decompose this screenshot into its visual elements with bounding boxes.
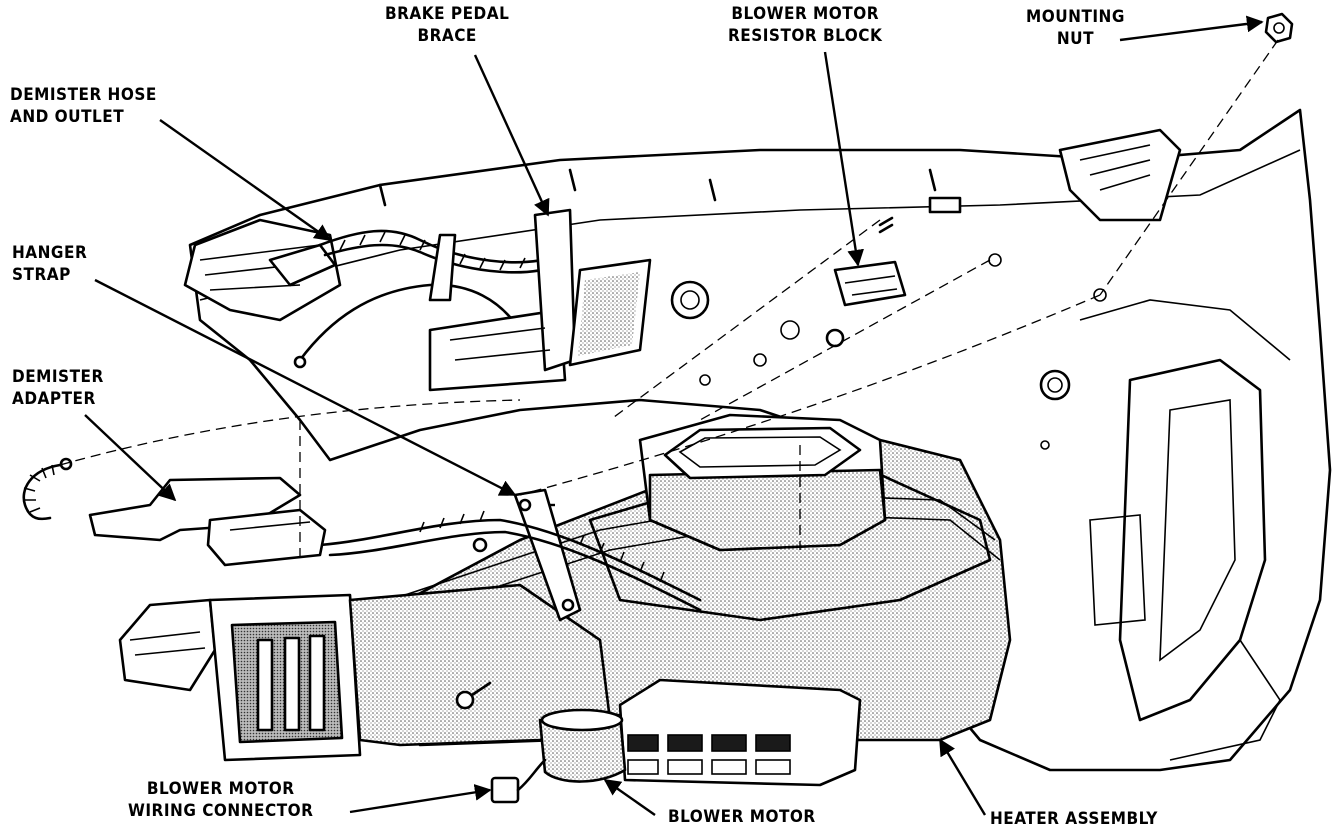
leader-lines: [84, 15, 1264, 816]
label-demister-adapter-line-2: ADAPTER: [12, 389, 96, 409]
label-demister-hose-line-2: AND OUTLET: [10, 107, 125, 127]
label-blower-motor: BLOWER MOTOR: [668, 807, 816, 827]
wiring-harness: [318, 510, 702, 612]
blower-motor: [538, 708, 627, 783]
label-hanger-strap: HANGER STRAP: [12, 242, 87, 286]
heater-assembly: [118, 413, 1012, 787]
label-demister-adapter: DEMISTER ADAPTER: [12, 366, 104, 410]
label-heater-assembly: HEATER ASSEMBLY: [990, 809, 1158, 829]
label-hanger-strap-line-1: HANGER: [12, 243, 88, 263]
dash-panel: [188, 108, 1332, 772]
label-resistor-block-line-1: BLOWER MOTOR: [731, 4, 879, 24]
brake-pedal-brace: [428, 208, 652, 392]
label-mounting-nut-line-1: MOUNTING: [1026, 7, 1125, 27]
label-brake-pedal-brace-line-1: BRAKE PEDAL: [385, 4, 510, 24]
label-mounting-nut-line-2: NUT: [1056, 29, 1095, 49]
label-blower-motor-wiring-connector: BLOWER MOTOR WIRING CONNECTOR: [128, 778, 313, 822]
label-wiring-connector-line-1: BLOWER MOTOR: [146, 779, 295, 799]
blower-motor-wiring-connector: [490, 758, 547, 804]
floor-outlet-grille-slots: [627, 734, 791, 775]
label-hanger-strap-line-2: STRAP: [12, 265, 71, 285]
label-demister-hose-and-outlet: DEMISTER HOSE AND OUTLET: [10, 84, 157, 128]
label-resistor-block-line-2: RESISTOR BLOCK: [728, 26, 883, 46]
hanger-strap: [513, 488, 582, 622]
demister-hose-and-outlet: [183, 218, 562, 369]
label-mounting-nut: MOUNTING NUT: [1026, 6, 1125, 50]
screws: [455, 537, 492, 710]
label-blower-motor-resistor-block: BLOWER MOTOR RESISTOR BLOCK: [728, 3, 882, 47]
mounting-nut: [1264, 12, 1294, 44]
label-wiring-connector-line-2: WIRING CONNECTOR: [128, 801, 314, 821]
alignment-lines: [59, 39, 1279, 560]
label-brake-pedal-brace: BRAKE PEDAL BRACE: [385, 3, 509, 47]
demister-adapter: [22, 457, 327, 567]
label-demister-hose-line-1: DEMISTER HOSE: [10, 85, 157, 105]
label-demister-adapter-line-1: DEMISTER: [12, 367, 104, 387]
label-brake-pedal-brace-line-2: BRACE: [417, 26, 477, 46]
